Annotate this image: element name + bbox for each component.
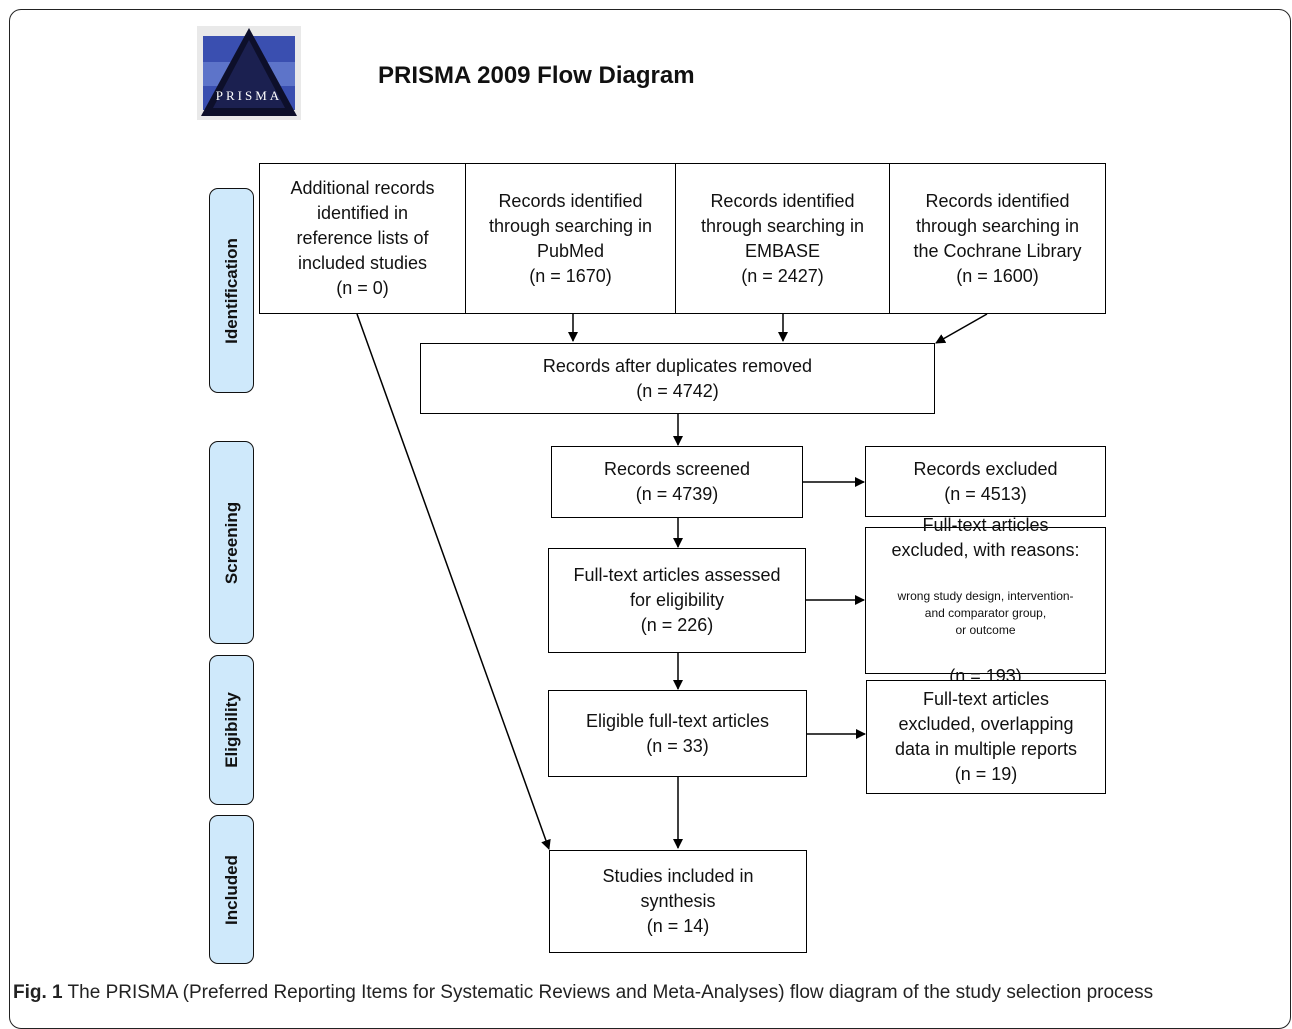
box-overlap-excluded: Full-text articles excluded, overlapping… [866,680,1106,794]
box-fulltext-excluded-title: Full-text articles excluded, with reason… [891,514,1080,560]
box-embase-records-text: Records identified through searching in … [700,190,865,286]
box-eligible-fulltext: Eligible full-text articles (n = 33) [548,690,807,777]
box-pubmed-records-text: Records identified through searching in … [488,190,653,286]
box-additional-records-text: Additional records identified in referen… [290,178,435,298]
box-fulltext-excluded-content: Full-text articles excluded, with reason… [891,488,1079,714]
diagram-title: PRISMA 2009 Flow Diagram [378,62,695,89]
box-pubmed-records: Records identified through searching in … [465,163,676,314]
box-duplicates-removed-text: Records after duplicates removed (n = 47… [542,355,813,401]
box-embase-records: Records identified through searching in … [675,163,890,314]
box-cochrane-records: Records identified through searching in … [889,163,1106,314]
box-records-excluded: Records excluded (n = 4513) [865,446,1106,517]
flow-connectors [356,313,988,850]
figure-caption: Fig. 1 The PRISMA (Preferred Reporting I… [13,982,1153,1004]
box-overlap-excluded-text: Full-text articles excluded, overlapping… [894,689,1078,784]
box-cochrane-records-text: Records identified through searching in … [913,190,1082,286]
stage-eligibility: Eligibility [209,655,254,805]
prisma-logo: PRISMA [197,26,301,120]
stage-screening: Screening [209,441,254,644]
box-studies-included-text: Studies included in synthesis (n = 14) [602,866,754,936]
box-fulltext-assessed-text: Full-text articles assessed for eligibil… [573,565,781,635]
box-records-screened-text: Records screened (n = 4739) [603,459,751,504]
stage-included: Included [209,815,254,964]
box-records-excluded-text: Records excluded (n = 4513) [913,458,1058,504]
arrow-additional-to-included [356,313,551,850]
arrow-cochrane-to-duplicates [935,313,988,344]
box-fulltext-assessed: Full-text articles assessed for eligibil… [548,548,806,653]
figure-caption-text: The PRISMA (Preferred Reporting Items fo… [62,982,1154,1003]
stage-identification: Identification [209,188,254,393]
box-records-screened: Records screened (n = 4739) [551,446,803,518]
box-additional-records: Additional records identified in referen… [259,163,466,314]
prisma-logo-text: PRISMA [215,88,283,103]
box-duplicates-removed: Records after duplicates removed (n = 47… [420,343,935,414]
figure-caption-label: Fig. 1 [13,982,63,1003]
prisma-logo-graphic [201,28,297,116]
box-studies-included: Studies included in synthesis (n = 14) [549,850,807,953]
box-fulltext-excluded: Full-text articles excluded, with reason… [865,515,1106,686]
box-fulltext-excluded-reasons: wrong study design, intervention- and co… [897,588,1074,637]
box-eligible-fulltext-text: Eligible full-text articles (n = 33) [585,710,770,756]
